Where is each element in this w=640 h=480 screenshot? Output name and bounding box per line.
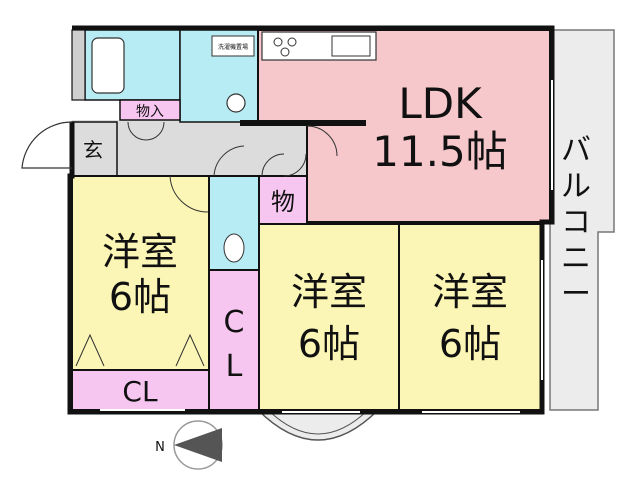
bay-window bbox=[257, 409, 379, 441]
west-closet-label: CL bbox=[122, 375, 158, 408]
sink-icon bbox=[226, 93, 246, 113]
balcony-char-1: バ bbox=[561, 133, 591, 168]
entrance-label: 玄 bbox=[83, 138, 103, 162]
center-closet-label-top: C bbox=[224, 305, 245, 340]
washer-label: 洗濯機置場 bbox=[218, 43, 248, 51]
washer-space bbox=[211, 35, 255, 57]
toilet-icon bbox=[223, 233, 245, 263]
center-closet-label-bottom: L bbox=[226, 349, 243, 384]
compass-icon: N bbox=[155, 420, 223, 470]
west-room-size: 6帖 bbox=[109, 275, 171, 319]
storage-mono-label: 物 bbox=[271, 188, 295, 216]
center-room-label: 洋室 bbox=[291, 270, 367, 314]
kitchen-sink bbox=[331, 35, 371, 57]
balcony-char-4: ニ bbox=[561, 241, 591, 276]
balcony-char-3: コ bbox=[561, 205, 591, 240]
east-room-size: 6帖 bbox=[439, 322, 501, 366]
compass-label: N bbox=[155, 440, 165, 455]
storage-in-label: 物入 bbox=[136, 104, 164, 120]
balcony-area bbox=[549, 29, 615, 411]
west-room-label: 洋室 bbox=[102, 230, 178, 274]
east-room-label: 洋室 bbox=[432, 270, 508, 314]
balcony-char-5: ー bbox=[561, 277, 591, 312]
bathtub bbox=[91, 37, 125, 94]
east-room bbox=[398, 223, 543, 411]
center-room bbox=[258, 223, 400, 411]
west-room bbox=[71, 175, 210, 371]
entrance-door bbox=[21, 121, 73, 169]
center-room-size: 6帖 bbox=[298, 322, 360, 366]
balcony-char-2: ル bbox=[561, 169, 591, 204]
storage-in bbox=[119, 99, 181, 121]
center-closet bbox=[208, 269, 260, 411]
ldk-size: 11.5帖 bbox=[372, 127, 508, 176]
ldk-label: LDK bbox=[398, 79, 483, 128]
